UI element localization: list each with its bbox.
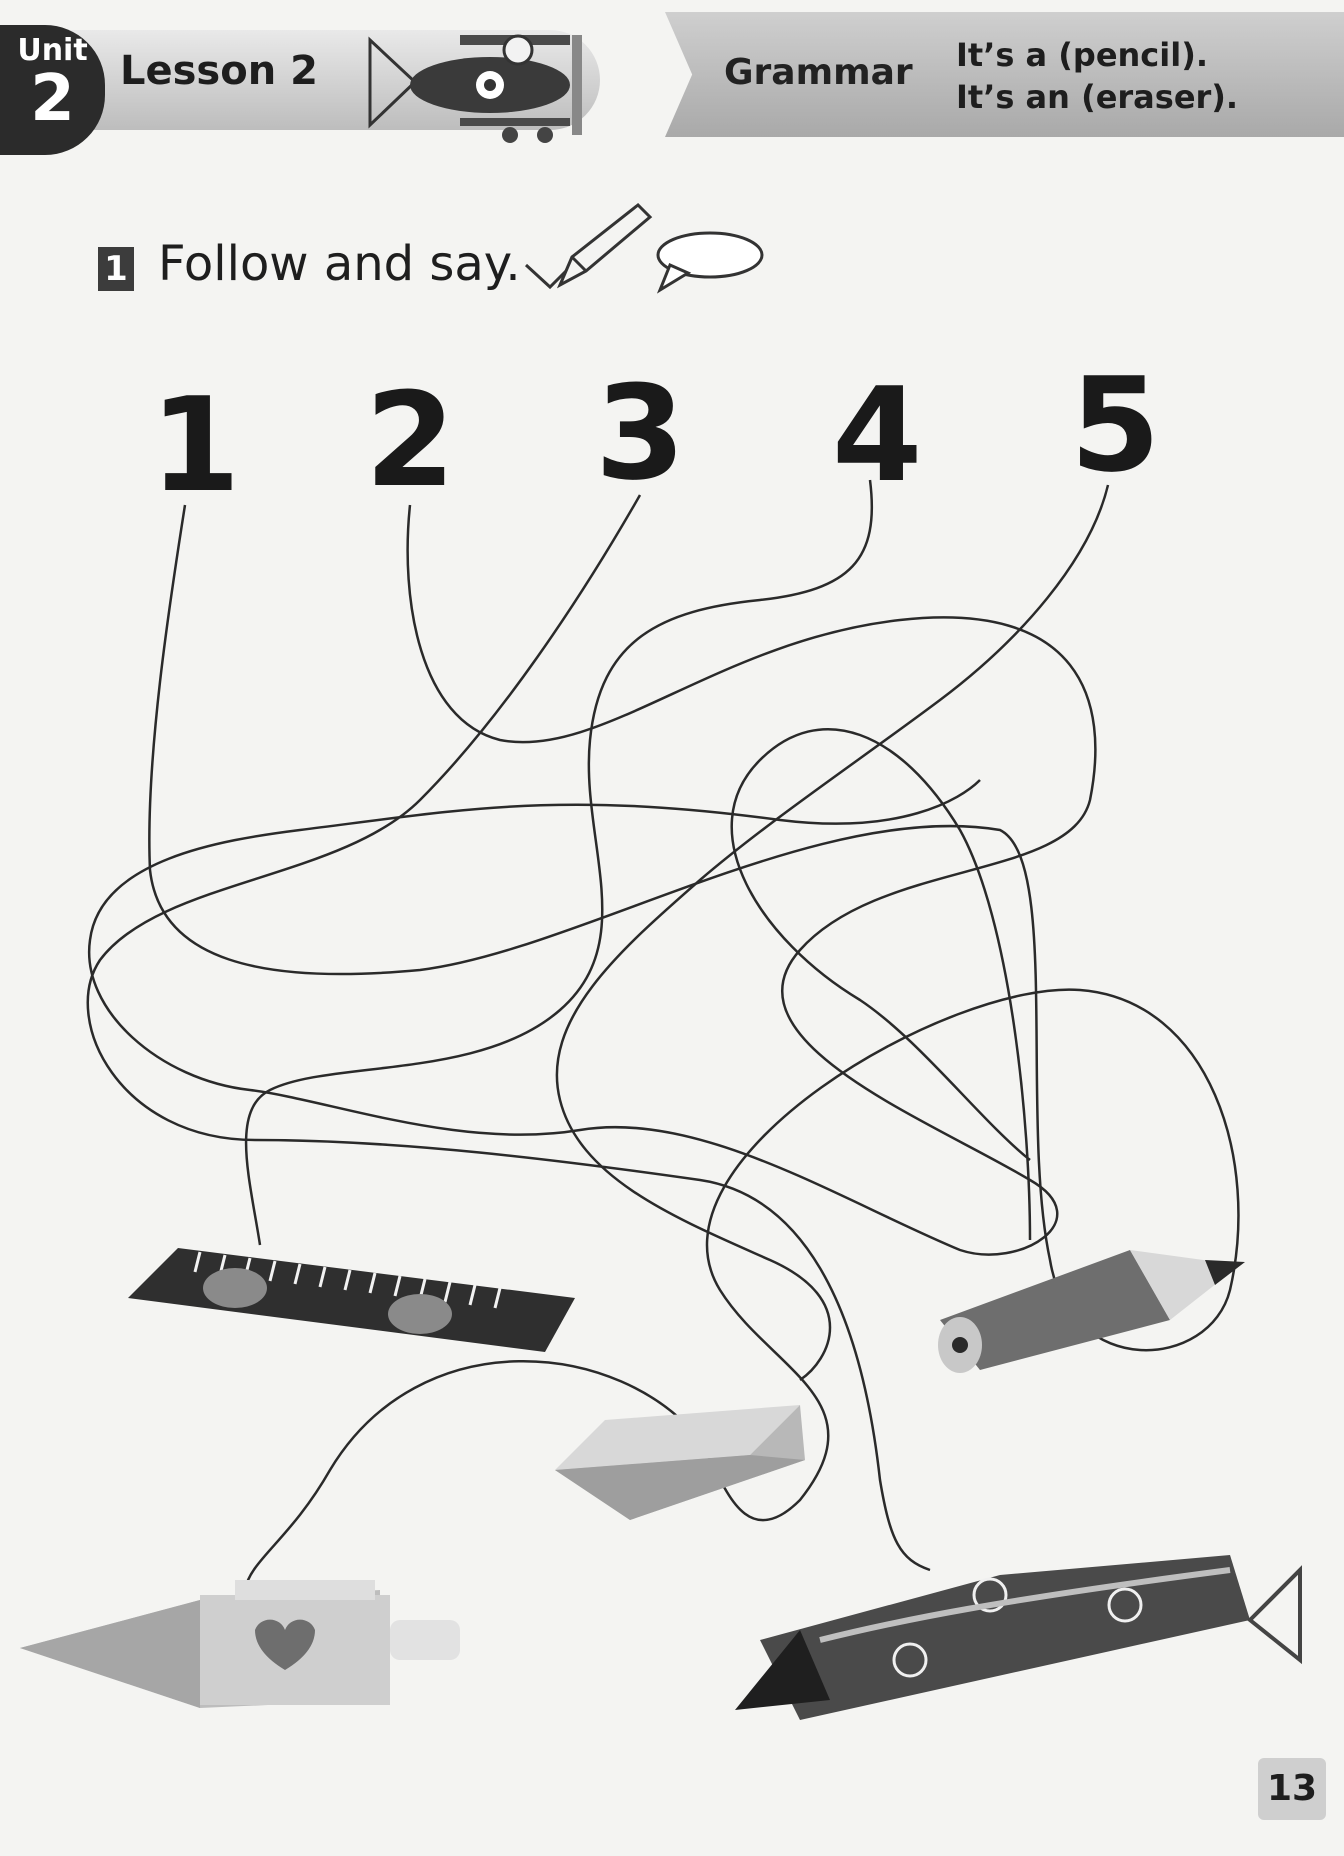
speech-bubble-icon xyxy=(656,231,764,294)
lesson-title: Lesson 2 xyxy=(120,48,318,94)
unit-number: 2 xyxy=(30,62,75,136)
maze-number-3: 3 xyxy=(595,357,685,509)
unit-word: Unit xyxy=(17,33,88,68)
grammar-banner xyxy=(665,12,1344,137)
maze-path-2[interactable] xyxy=(87,504,1097,1256)
activity-number: 1 xyxy=(98,247,134,291)
activity-instruction: Follow and say. xyxy=(158,236,521,292)
maze-path-4[interactable] xyxy=(244,479,874,1246)
grammar-line-2: It’s an (eraser). xyxy=(956,78,1239,116)
maze-path-5[interactable] xyxy=(555,484,1110,1382)
airplane-icon xyxy=(368,34,582,143)
maze-path-6[interactable] xyxy=(730,727,1032,1241)
grammar-line-1: It’s a (pencil). xyxy=(956,36,1208,74)
instruction-icons xyxy=(524,202,764,294)
maze-number-5: 5 xyxy=(1070,349,1160,501)
pencil-case-icon xyxy=(735,1555,1302,1720)
maze-number-1: 1 xyxy=(150,369,240,521)
pencil-icon xyxy=(938,1250,1245,1373)
maze-number-2: 2 xyxy=(365,364,455,516)
maze-path-3[interactable] xyxy=(86,494,931,1572)
eraser-icon xyxy=(555,1405,805,1520)
pencil-icon xyxy=(556,202,653,289)
unit-badge: Unit 2 xyxy=(0,25,105,155)
maze-number-4: 4 xyxy=(832,359,922,511)
pen-icon xyxy=(20,1580,460,1708)
ruler-icon xyxy=(128,1248,575,1352)
page-number: 13 xyxy=(1258,1758,1326,1820)
grammar-label: Grammar xyxy=(724,52,913,93)
